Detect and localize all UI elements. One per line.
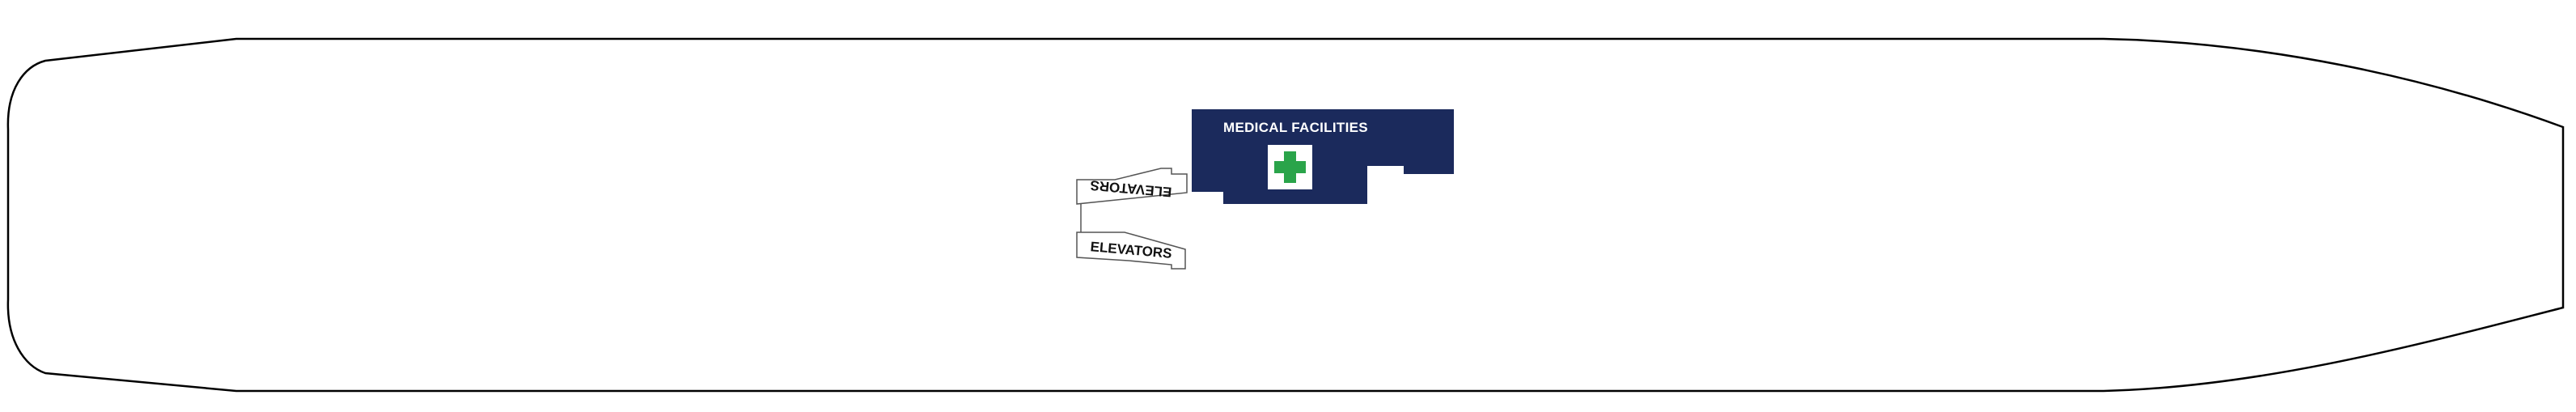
elevator-lower-shape[interactable] xyxy=(1076,231,1186,270)
ship-hull-outline xyxy=(6,37,2565,393)
medical-cross-horizontal xyxy=(1274,161,1306,173)
medical-facilities-venue[interactable]: MEDICAL FACILITIES xyxy=(1192,109,1454,204)
medical-cross-icon xyxy=(1268,145,1312,189)
medical-facilities-area[interactable] xyxy=(1192,109,1454,204)
elevator-upper-shape[interactable] xyxy=(1076,168,1188,205)
medical-facilities-label: MEDICAL FACILITIES xyxy=(1223,120,1368,135)
elevator-bank[interactable]: ELEVATORS ELEVATORS xyxy=(1076,168,1188,270)
